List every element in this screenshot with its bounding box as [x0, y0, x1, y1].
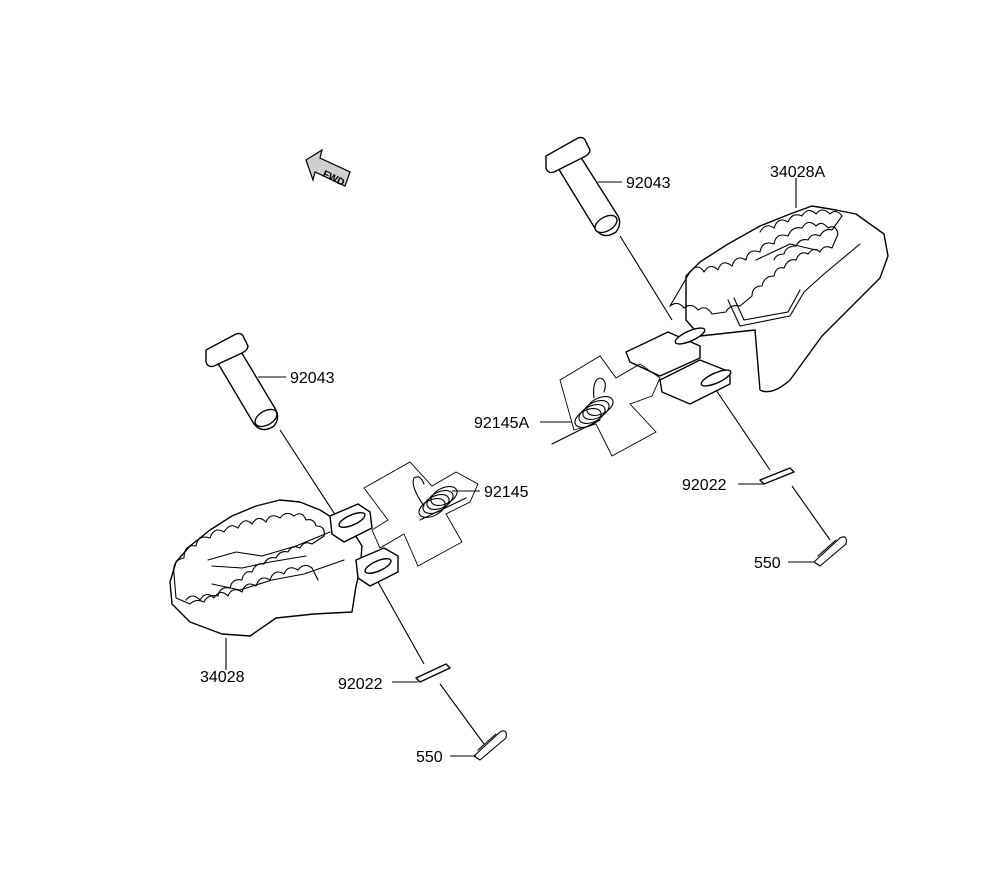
label-right-footpeg: 34028A — [770, 164, 825, 181]
left-pin-92043 — [205, 332, 279, 431]
right-washer-92022 — [759, 467, 795, 485]
label-right-pin: 92043 — [626, 175, 671, 192]
right-cotter-pin-550 — [813, 536, 847, 567]
right-footpeg-34028A — [625, 205, 889, 405]
label-right-spring: 92145A — [474, 415, 529, 432]
left-footpeg-34028 — [169, 499, 399, 637]
label-right-cotter: 550 — [754, 555, 781, 572]
left-washer-92022 — [415, 663, 451, 683]
left-spring-92145 — [363, 461, 479, 567]
right-assembly: 92043 34028A 92145A — [474, 136, 889, 572]
label-left-footpeg: 34028 — [200, 669, 245, 686]
label-left-cotter: 550 — [416, 749, 443, 766]
fwd-arrow-icon: FWD — [305, 148, 351, 189]
label-left-spring: 92145 — [484, 484, 529, 501]
label-left-pin: 92043 — [290, 370, 335, 387]
left-assembly: 92043 34028 92145 — [169, 332, 529, 766]
right-spring-92145A — [551, 355, 661, 457]
left-cotter-pin-550 — [473, 730, 507, 761]
label-right-washer: 92022 — [682, 477, 727, 494]
right-pin-92043 — [545, 136, 621, 237]
label-left-washer: 92022 — [338, 676, 383, 693]
